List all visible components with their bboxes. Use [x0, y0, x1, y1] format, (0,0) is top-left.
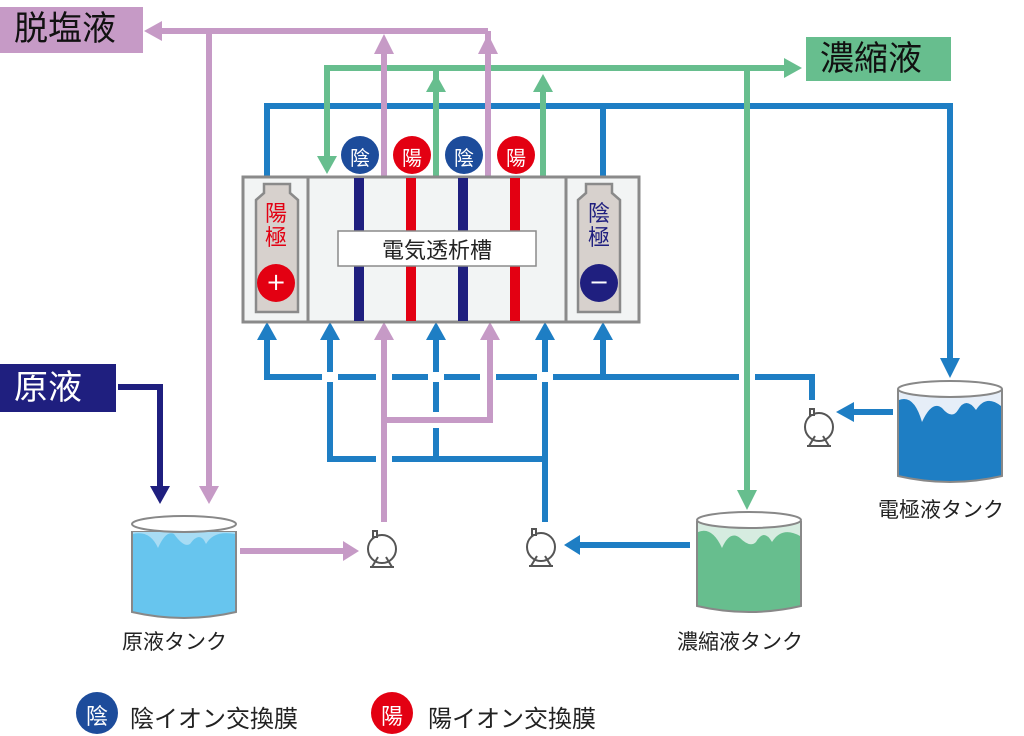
- pump-icon: [367, 530, 397, 568]
- cathode-sign: −: [588, 268, 610, 296]
- arrow-to-pump-1: [343, 541, 359, 561]
- anode-sign: +: [265, 268, 287, 296]
- desalinated-label: 脱塩液: [0, 7, 143, 53]
- arrow-up-purple-2: [478, 34, 498, 54]
- legend-anion-badge: 陰: [85, 705, 108, 730]
- pump-icon: [526, 528, 556, 567]
- arrow-to-pump-2: [564, 535, 580, 555]
- concentrate-tank: [696, 511, 802, 613]
- raw-feed-purple-pipes: [240, 340, 493, 554]
- arrow-up-purple-3: [374, 322, 394, 340]
- electrode-supply-pipes: [264, 340, 815, 400]
- arrow-up-green-2: [533, 74, 553, 92]
- membrane-badge-anion: 陰: [454, 146, 474, 170]
- arrow-to-desalinated-box: [144, 21, 162, 41]
- cathode-label: 陰極: [587, 202, 610, 251]
- membrane-badge-anion: 陰: [350, 146, 370, 170]
- electrode-tank: [897, 380, 1003, 483]
- arrow-up-purple-4: [480, 322, 500, 340]
- arrow-up-blue-c: [320, 322, 340, 340]
- arrow-to-electrode-tank: [940, 358, 960, 378]
- legend-anion-badge-bg: [76, 692, 118, 734]
- legend-cation-label: 陽イオン交換膜: [428, 705, 596, 733]
- arrow-up-blue-e: [535, 322, 555, 340]
- arrow-to-pump-3: [836, 402, 854, 422]
- arrow-up-blue-a: [257, 322, 277, 340]
- arrow-raw-to-tank: [150, 486, 170, 504]
- raw-tank: [131, 515, 237, 619]
- electrodialysis-stack: [241, 136, 641, 324]
- desalinated-pipes: [160, 28, 491, 488]
- raw-label: 原液: [0, 364, 116, 412]
- arrow-up-blue-b: [593, 322, 613, 340]
- stack-label: 電気透析槽: [381, 239, 492, 264]
- concentrate-label: 濃縮液: [806, 37, 951, 81]
- arrow-to-concentrate-box: [784, 58, 802, 78]
- electrode-return-pipes: [264, 103, 953, 358]
- arrow-up-green-1: [426, 74, 446, 92]
- membrane-badge-cation: 陽: [402, 146, 422, 170]
- arrow-up-purple-1: [374, 34, 394, 54]
- arrow-to-raw-tank-purple: [199, 486, 219, 504]
- legend-cation-badge: 陽: [380, 705, 403, 730]
- concentrate-tank-label: 濃縮液タンク: [677, 630, 803, 654]
- concentrate-supply-pipes: [327, 340, 548, 522]
- electrode-tank-label: 電極液タンク: [878, 498, 1004, 522]
- arrow-to-concentrate-tank: [737, 490, 757, 510]
- legend-anion-label: 陰イオン交換膜: [130, 705, 298, 733]
- arrow-up-blue-d: [426, 322, 446, 340]
- membrane-badge-cation: 陽: [506, 146, 526, 170]
- raw-tank-label: 原液タンク: [122, 630, 227, 654]
- legend-cation-badge-bg: [371, 692, 413, 734]
- pump-icon: [804, 408, 834, 447]
- arrow-into-stack-green: [317, 156, 337, 174]
- raw-feed-pipe: [118, 384, 163, 488]
- anode-label: 陽極: [264, 202, 287, 251]
